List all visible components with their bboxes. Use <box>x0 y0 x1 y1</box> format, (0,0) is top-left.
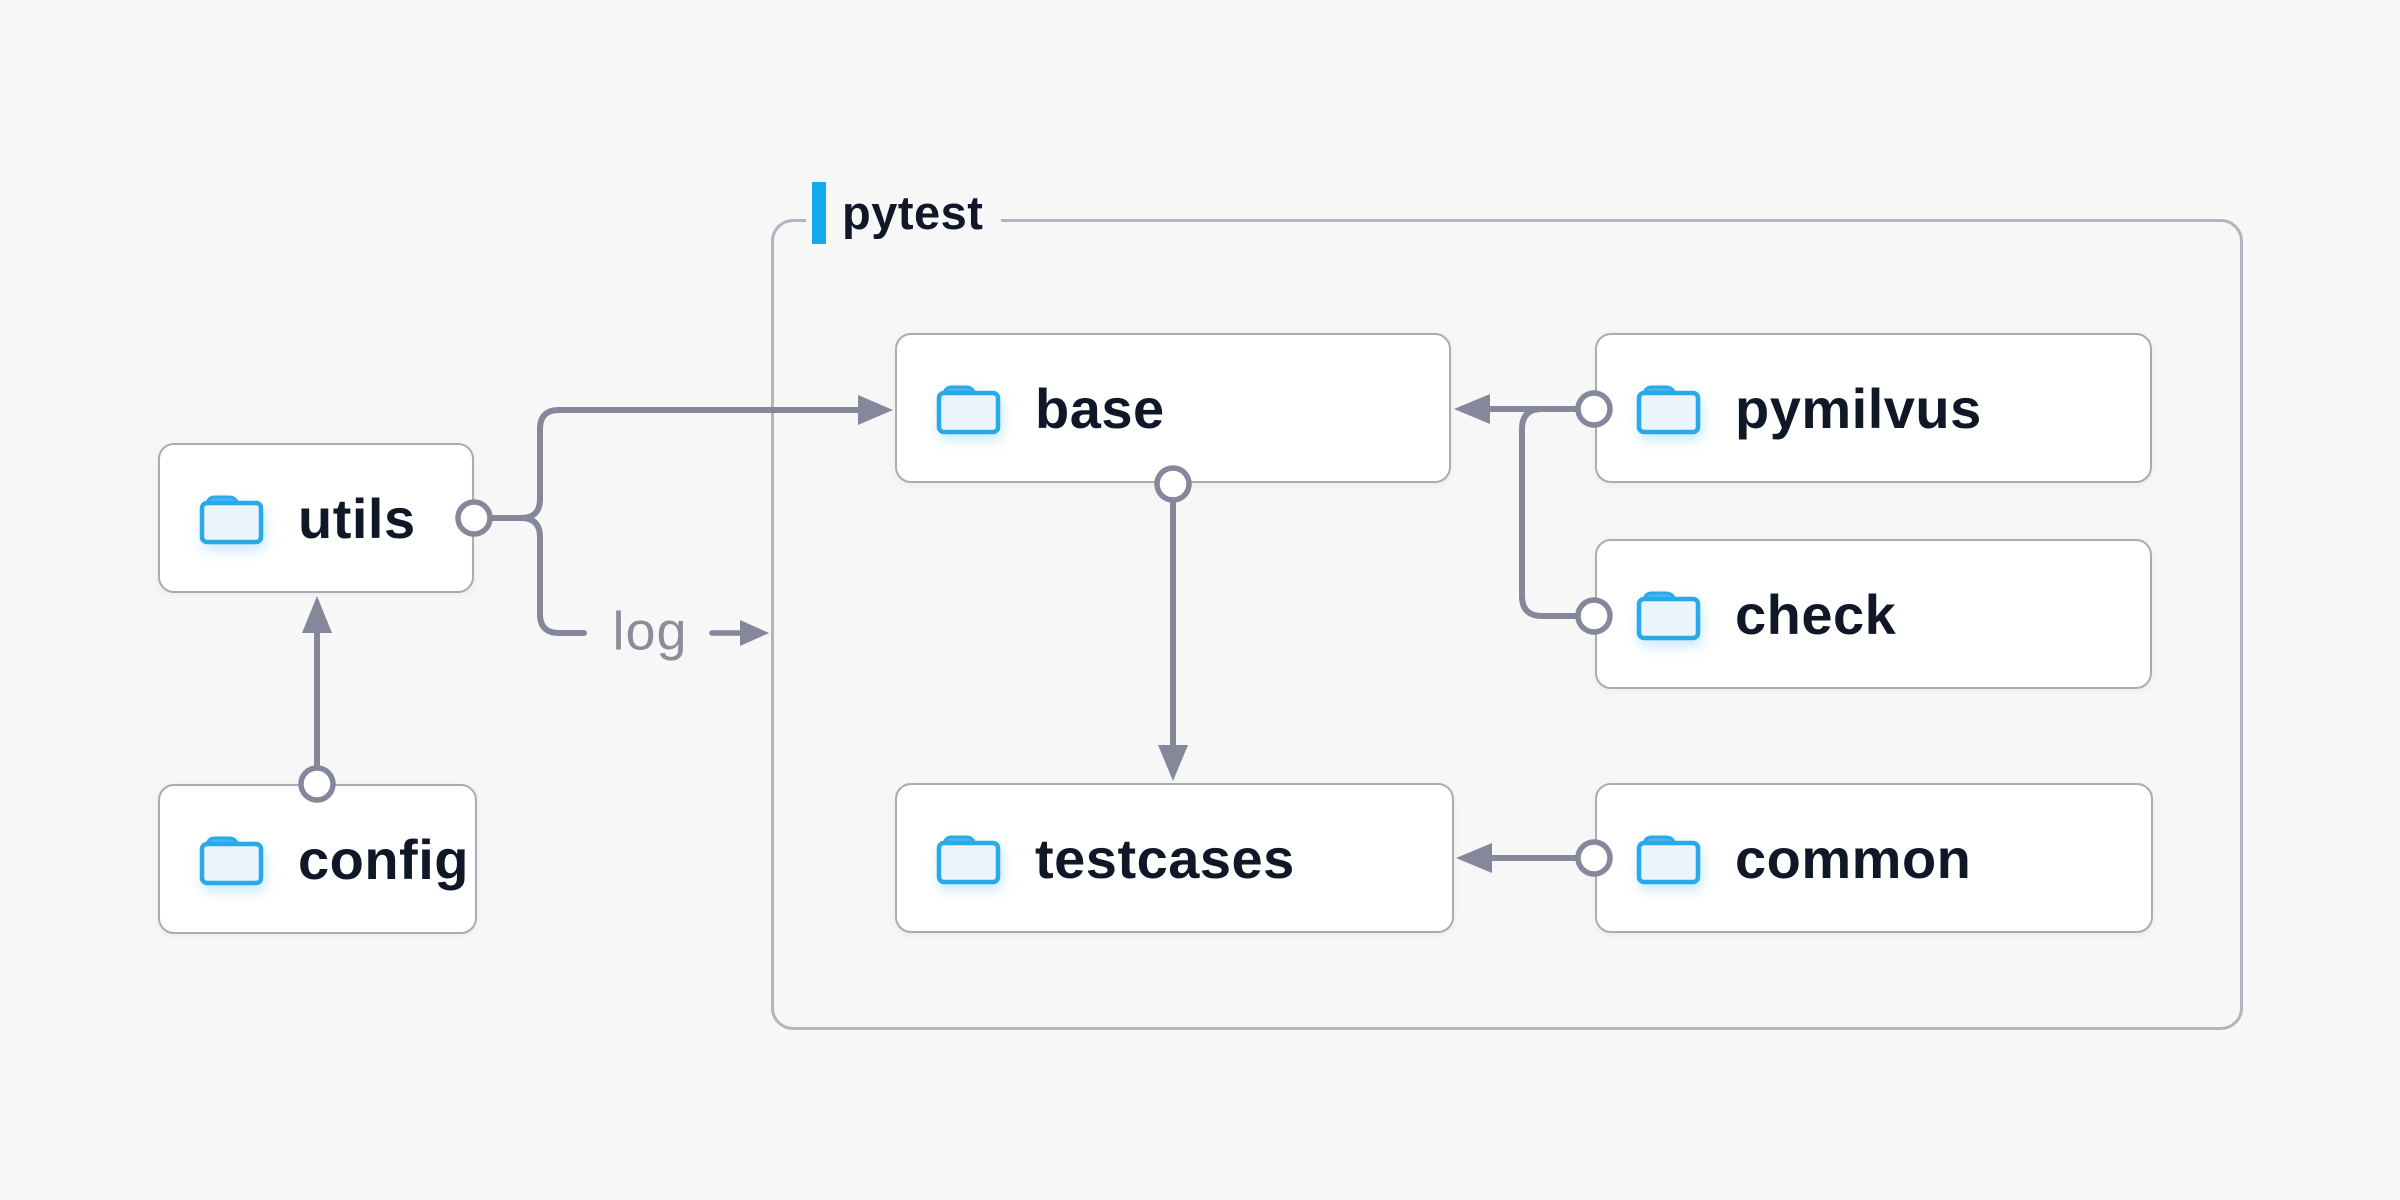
node-label: utils <box>298 486 416 550</box>
folder-icon <box>1636 385 1701 435</box>
folder-icon <box>199 495 264 545</box>
accent-bar-icon <box>812 182 826 244</box>
node-label: base <box>1035 376 1165 440</box>
pytest-group-container <box>771 219 2243 1030</box>
node-label: check <box>1735 582 1897 646</box>
node-utils: utils <box>158 443 474 593</box>
edge-label-log: log <box>612 601 688 662</box>
node-common: common <box>1595 783 2153 933</box>
pytest-group-title: pytest <box>842 186 984 239</box>
node-check: check <box>1595 539 2152 689</box>
folder-icon <box>199 836 264 886</box>
node-label: testcases <box>1035 826 1295 890</box>
node-config: config <box>158 784 477 934</box>
node-testcases: testcases <box>895 783 1454 933</box>
folder-icon <box>936 835 1001 885</box>
folder-icon <box>1636 591 1701 641</box>
node-label: config <box>298 827 469 891</box>
folder-icon <box>1636 835 1701 885</box>
node-label: common <box>1735 826 1972 890</box>
edge-config-utils <box>298 596 336 803</box>
folder-icon <box>936 385 1001 435</box>
pytest-group-label: pytest <box>806 180 1002 246</box>
node-base: base <box>895 333 1451 483</box>
node-label: pymilvus <box>1735 376 1982 440</box>
node-pymilvus: pymilvus <box>1595 333 2152 483</box>
